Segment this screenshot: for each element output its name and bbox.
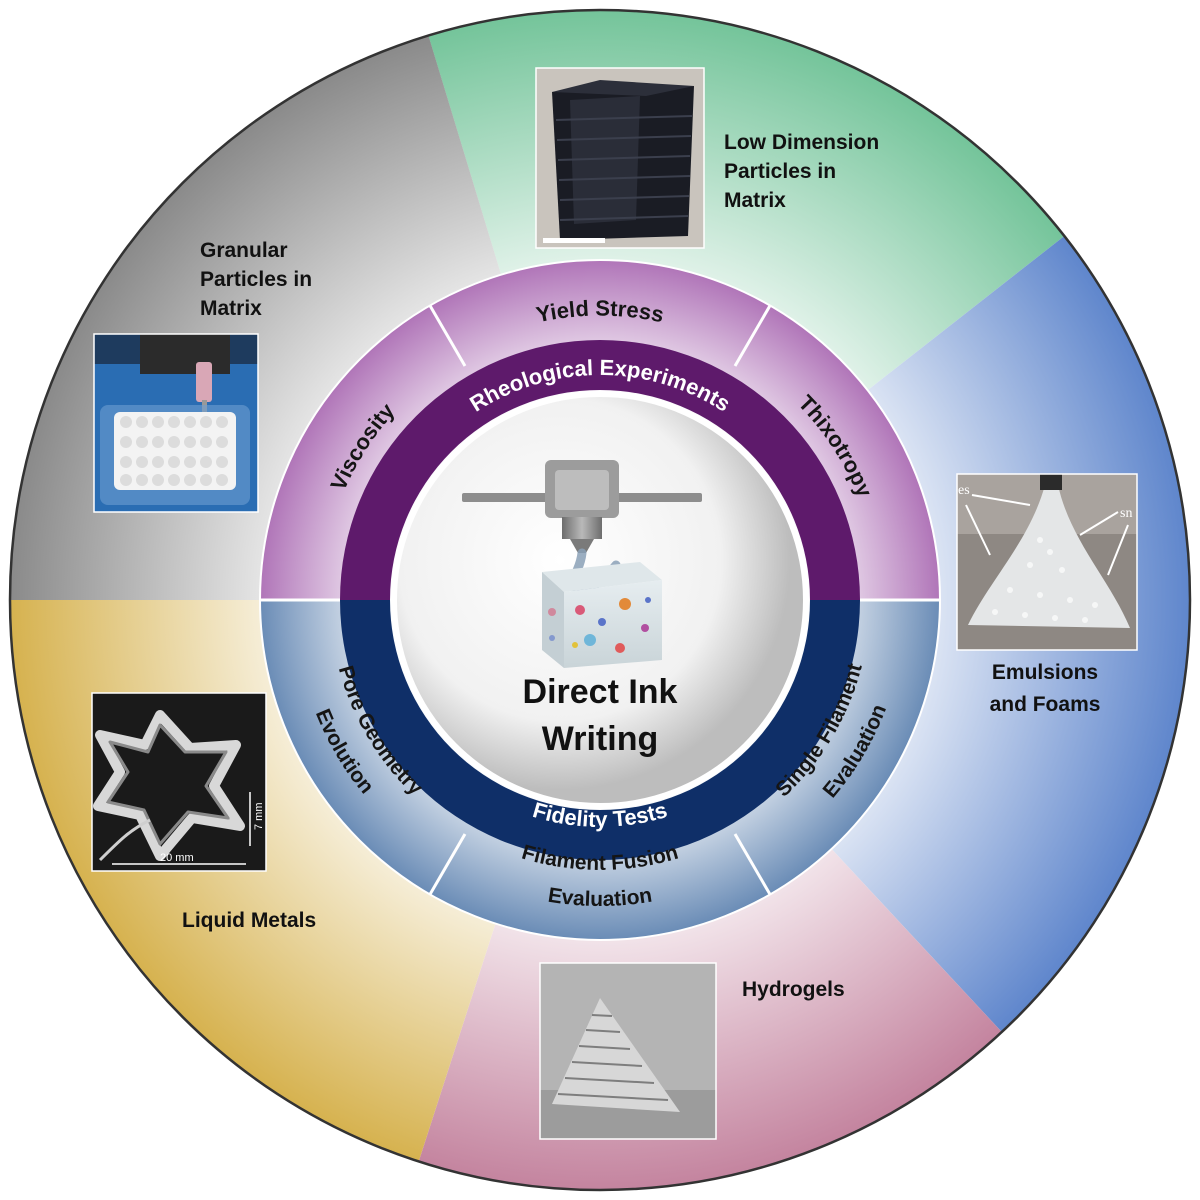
hydrogel-photo [540,963,716,1139]
printed-cube-icon [542,562,662,668]
liquid-metal-photo: 20 mm 7 mm [92,693,266,871]
emulsion-annotation-left: es [958,483,970,498]
emulsions-label-line1: Emulsions [992,661,1098,684]
liquid-metals-label: Liquid Metals [182,909,316,932]
hydrogels-label: Hydrogels [742,978,845,1001]
outer-ring-border [8,8,1192,1192]
printer-head-icon [462,460,702,597]
photo-frames [91,67,1138,1140]
low-dimension-label-line1: Low Dimension [724,131,879,154]
low-dimension-label-line2: Particles in [724,160,836,183]
ring-outline [259,259,941,941]
emulsion-photo: es sn [957,474,1137,650]
material-labels: Granular Particles in Matrix Low Dimensi… [182,131,1100,1001]
rheology-band [340,340,860,600]
fidelity-band [340,600,860,860]
ring-dividers [260,304,940,896]
granular-label-line2: Particles in [200,268,312,291]
core-title-line2: Writing [542,720,658,758]
center-core: Direct Ink Writing [391,391,809,809]
granular-label-line1: Granular [200,239,288,262]
emulsions-label-line2: and Foams [990,693,1101,716]
star-width-annotation: 20 mm [160,852,194,864]
filament-fusion-line2: Evaluation [546,884,653,911]
granular-photo [94,334,258,512]
emulsion-annotation-right: sn [1120,506,1132,521]
core-title-line1: Direct Ink [523,673,678,711]
star-height-annotation: 7 mm [253,803,265,831]
low-dimension-label-line3: Matrix [724,189,786,212]
low-dimension-photo [536,68,704,248]
granular-label-line3: Matrix [200,297,262,320]
